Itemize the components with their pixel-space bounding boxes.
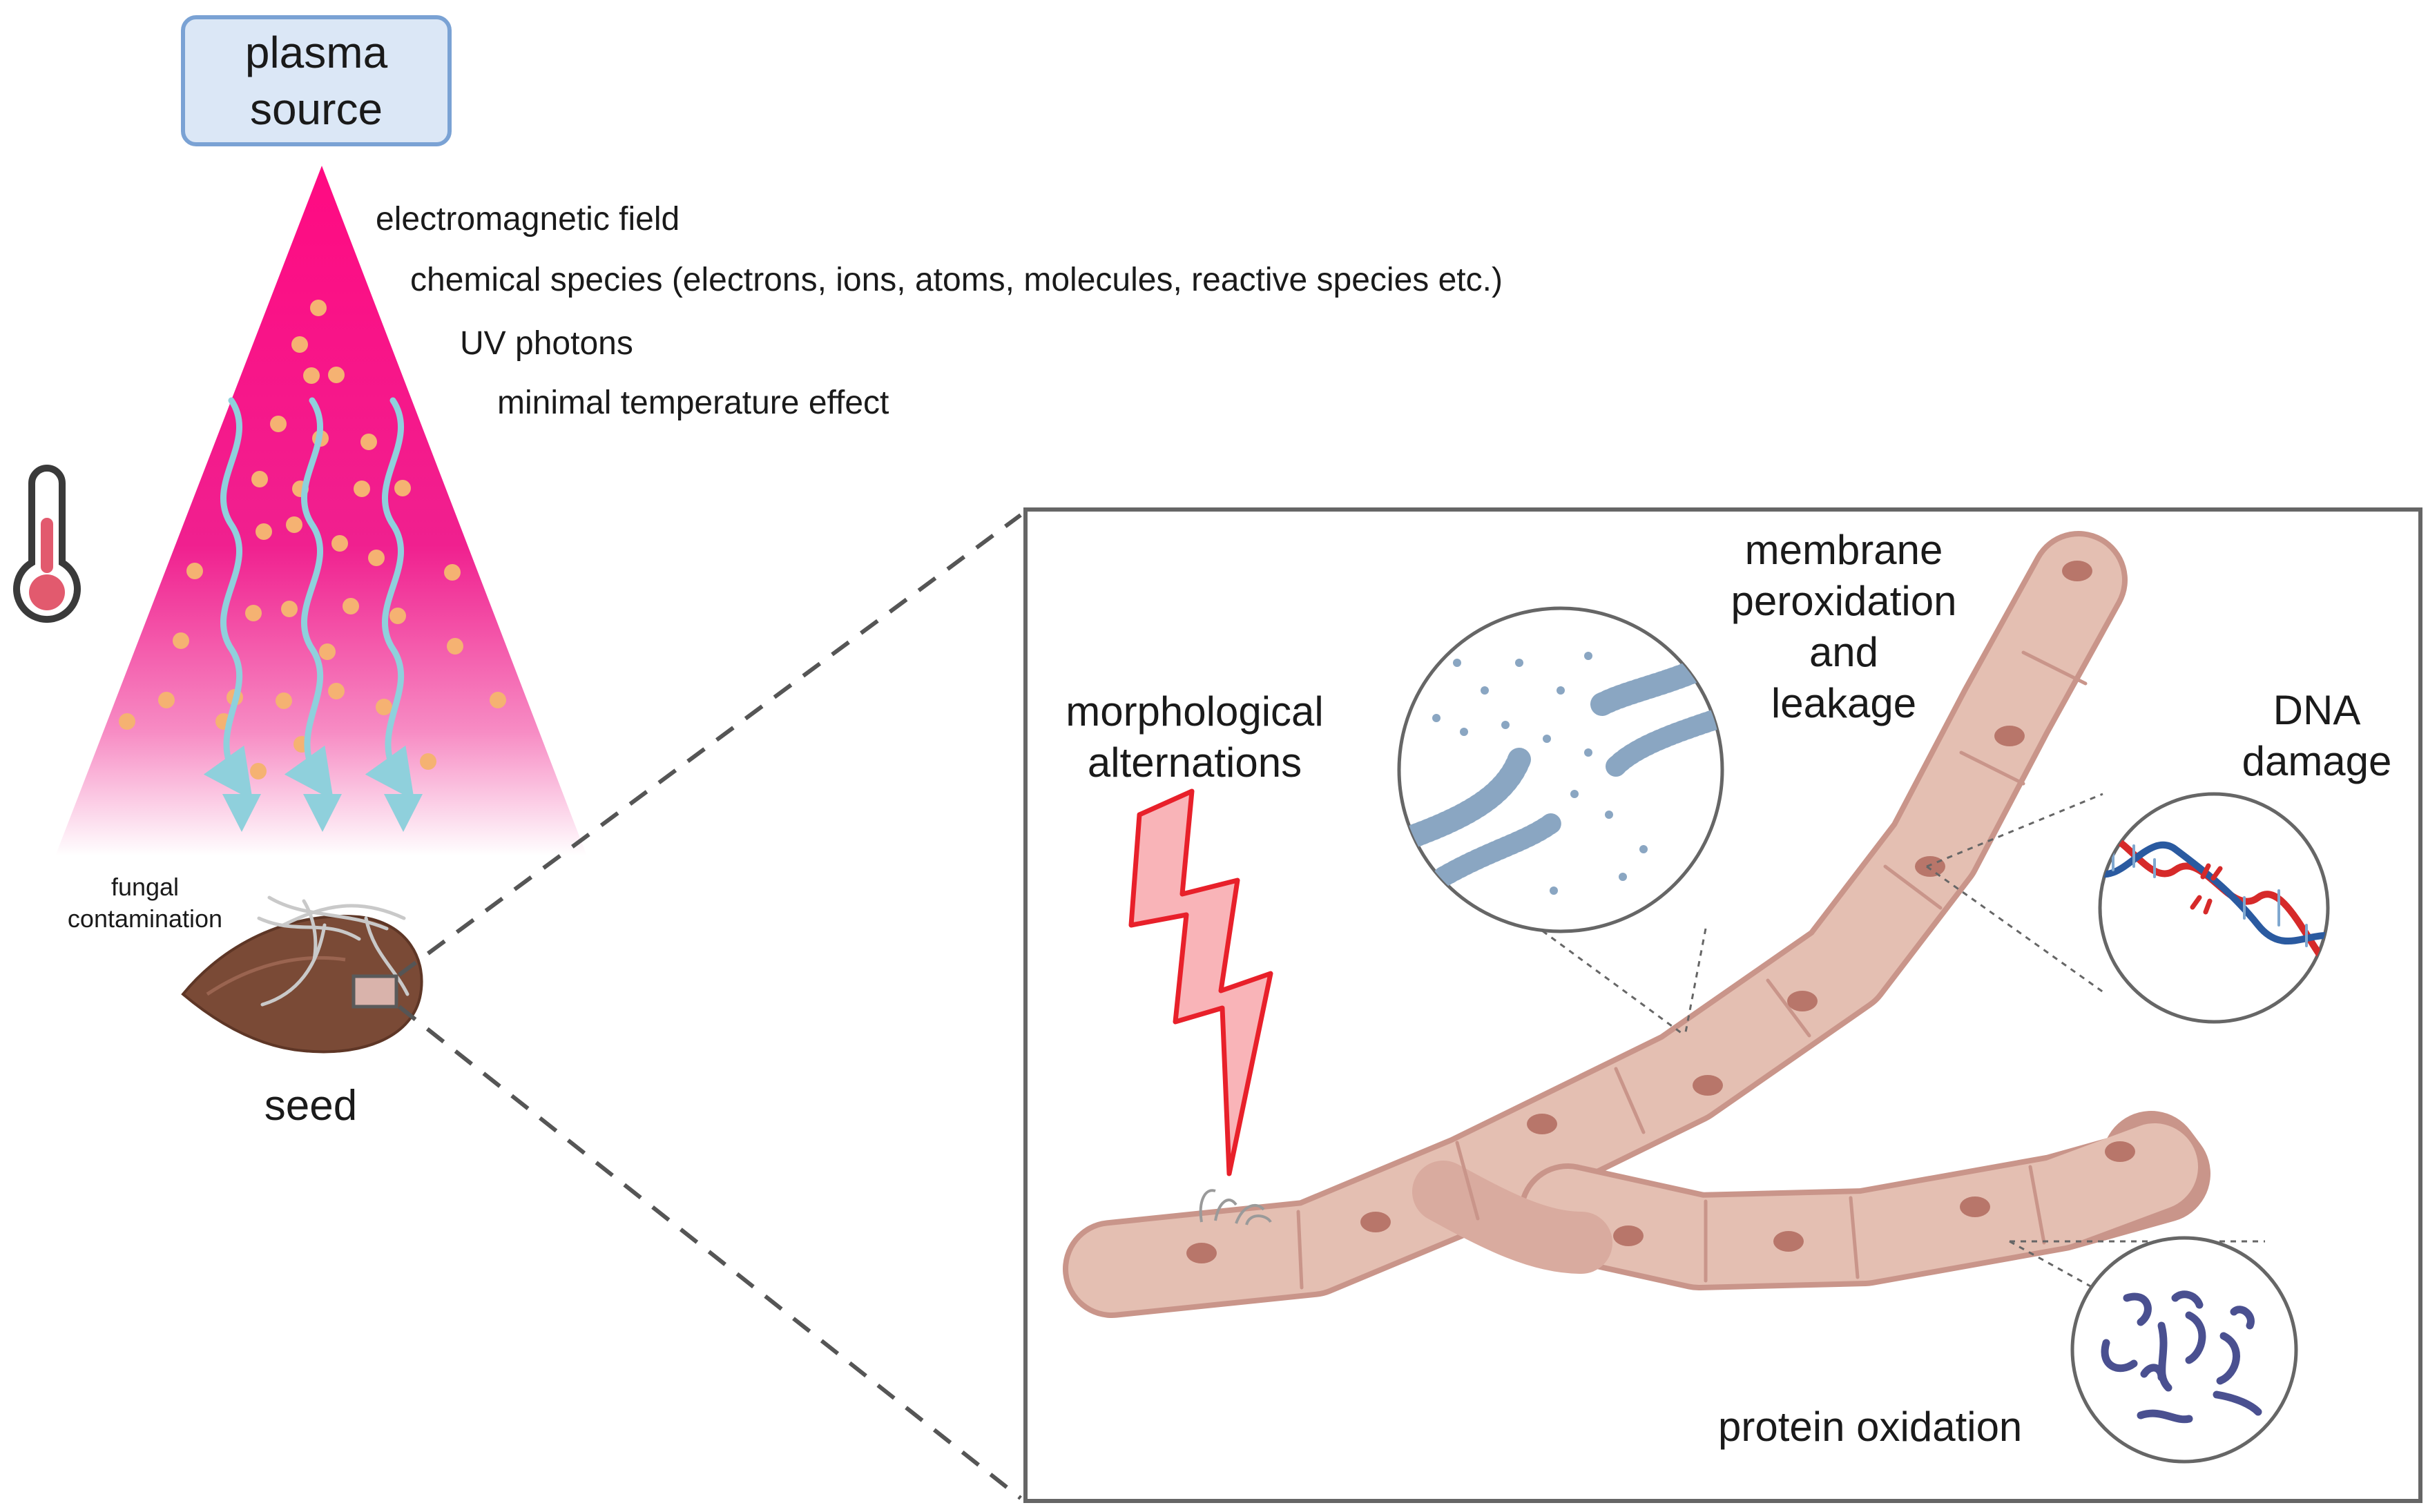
morphology-sprouts <box>1199 1189 1272 1225</box>
membrane-label: membrane peroxidation and leakage <box>1731 527 1957 726</box>
effect-uv-photons: UV photons <box>460 325 633 362</box>
plasma-particles <box>119 300 506 779</box>
morphology-label: morphological alternations <box>1066 688 1324 786</box>
seed-label: seed <box>264 1082 358 1130</box>
fungal-hyphae <box>1063 531 2210 1318</box>
seed-illustration <box>181 895 423 1054</box>
zoom-lines <box>398 513 1022 1500</box>
dna-inset <box>1926 792 2330 1024</box>
fungal-contamination-label: fungal contamination <box>67 873 223 933</box>
effect-chemical-species: chemical species (electrons, ions, atoms… <box>410 262 1503 298</box>
plasma-source-box: plasma source <box>181 15 452 146</box>
thermometer-icon <box>13 465 81 623</box>
effect-minimal-temperature: minimal temperature effect <box>497 385 889 421</box>
dna-damage-label: DNA damage <box>2242 687 2392 784</box>
protein-inset <box>2009 1236 2298 1464</box>
protein-oxidation-label: protein oxidation <box>1718 1404 2023 1450</box>
lightning-bolt-icon <box>1128 788 1273 1176</box>
plasma-source-label: plasma source <box>244 28 388 134</box>
effect-electromagnetic-field: electromagnetic field <box>376 201 680 238</box>
membrane-inset <box>1397 606 1724 1037</box>
hypha-nuclei <box>1186 561 2135 1263</box>
uv-photon-arrows <box>203 397 414 801</box>
plasma-cone <box>55 166 587 856</box>
